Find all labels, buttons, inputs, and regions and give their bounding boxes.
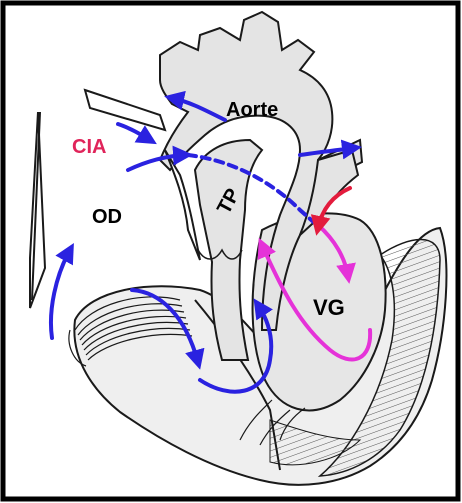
label-od: OD (92, 207, 122, 227)
label-aorte: Aorte (226, 100, 278, 120)
label-cia: CIA (72, 137, 106, 157)
label-vg: VG (313, 297, 345, 319)
